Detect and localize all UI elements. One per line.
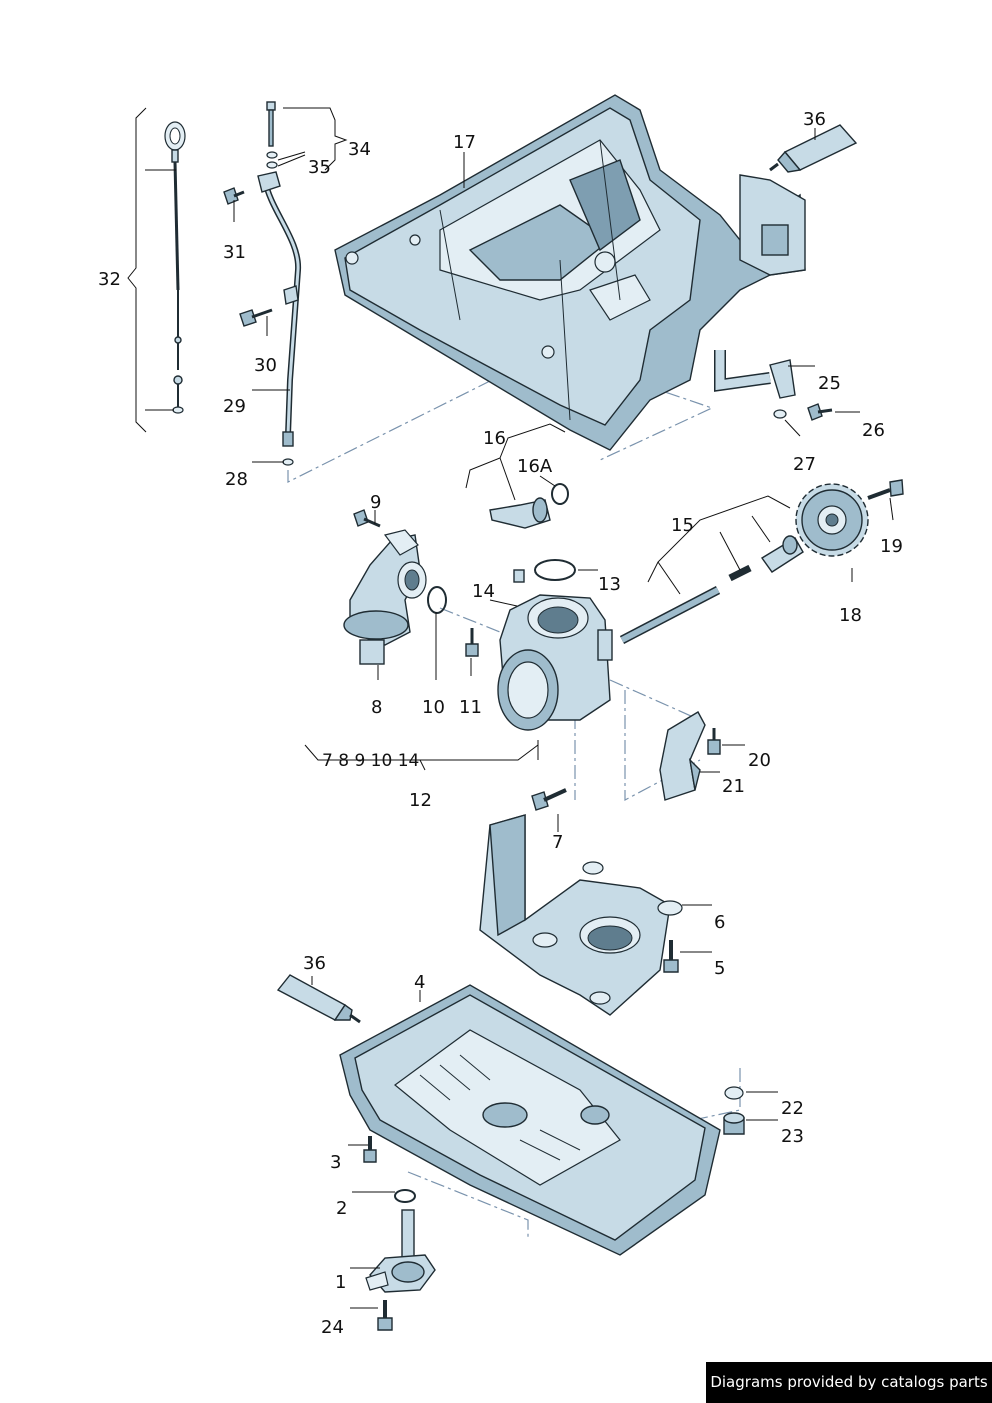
label-25: 25 <box>818 373 841 394</box>
dipstick <box>164 121 186 414</box>
label-5: 5 <box>714 958 725 979</box>
label-26: 26 <box>862 420 885 441</box>
bolt-3 <box>363 1136 377 1163</box>
label-11: 11 <box>459 697 482 718</box>
o-ring-16a <box>551 483 569 505</box>
bolt-9 <box>353 509 381 528</box>
label-10: 10 <box>422 697 445 718</box>
label-1: 1 <box>335 1272 346 1293</box>
bolt-30 <box>239 308 273 327</box>
upper-oil-pan <box>334 94 806 451</box>
seal-22 <box>724 1086 744 1100</box>
label-20: 20 <box>748 750 771 771</box>
oil-return-pipe <box>714 350 796 419</box>
oil-pump-body <box>497 594 613 731</box>
oil-sensor-16 <box>489 497 551 529</box>
chain-sprocket <box>795 483 869 557</box>
bolt-24 <box>377 1300 393 1331</box>
label-29: 29 <box>223 396 246 417</box>
guide-tube <box>257 171 302 466</box>
label-28: 28 <box>225 469 248 490</box>
bolt-26 <box>807 403 833 421</box>
label-3: 3 <box>330 1152 341 1173</box>
label-6: 6 <box>714 912 725 933</box>
bolt-5 <box>663 940 679 973</box>
label-12: 12 <box>409 790 432 811</box>
label-19: 19 <box>880 536 903 557</box>
bracket-21 <box>659 711 706 801</box>
sealant-tube-lower <box>276 974 361 1024</box>
oil-level-sensor-1 <box>365 1209 436 1293</box>
label-16a: 16A <box>517 456 553 477</box>
label-17: 17 <box>453 132 476 153</box>
dowel-14 <box>513 569 525 583</box>
label-18: 18 <box>839 605 862 626</box>
bolt-20 <box>707 728 721 755</box>
lower-oil-pan <box>339 984 721 1256</box>
bolt-7 <box>531 788 567 811</box>
bolt-19 <box>867 479 904 500</box>
label-15: 15 <box>671 515 694 536</box>
label-13: 13 <box>598 574 621 595</box>
label-24: 24 <box>321 1317 344 1338</box>
label-9: 9 <box>370 492 381 513</box>
drain-plug-23 <box>723 1112 745 1135</box>
label-23: 23 <box>781 1126 804 1147</box>
drive-shaft <box>619 535 804 644</box>
label-21: 21 <box>722 776 745 797</box>
o-rings-35 <box>266 151 278 169</box>
label-27: 27 <box>793 454 816 475</box>
label-8: 8 <box>371 697 382 718</box>
label-group-12: 7 8 9 10 14 <box>322 751 419 771</box>
label-16: 16 <box>483 428 506 449</box>
part-labels: 32 34 35 31 30 29 28 17 36 25 26 27 16 1… <box>98 109 903 1338</box>
bolt-11 <box>465 628 479 657</box>
bolt-34 <box>266 101 276 147</box>
label-30: 30 <box>254 355 277 376</box>
o-ring-10 <box>427 586 447 614</box>
o-ring-13 <box>534 559 576 581</box>
footer-credit: Diagrams provided by catalogs parts <box>706 1362 992 1403</box>
label-32: 32 <box>98 269 121 290</box>
label-34: 34 <box>348 139 371 160</box>
sealant-tube-top <box>769 124 858 173</box>
cover-8 <box>343 529 427 665</box>
label-31: 31 <box>223 242 246 263</box>
o-ring-2 <box>394 1189 416 1203</box>
label-35: 35 <box>308 157 331 178</box>
label-2: 2 <box>336 1198 347 1219</box>
label-14: 14 <box>472 581 495 602</box>
label-22: 22 <box>781 1098 804 1119</box>
label-36-lower: 36 <box>303 953 326 974</box>
label-7: 7 <box>552 832 563 853</box>
label-4: 4 <box>414 972 425 993</box>
label-36-top: 36 <box>803 109 826 130</box>
baffle-6 <box>479 814 683 1016</box>
leader-lines <box>127 107 894 1309</box>
